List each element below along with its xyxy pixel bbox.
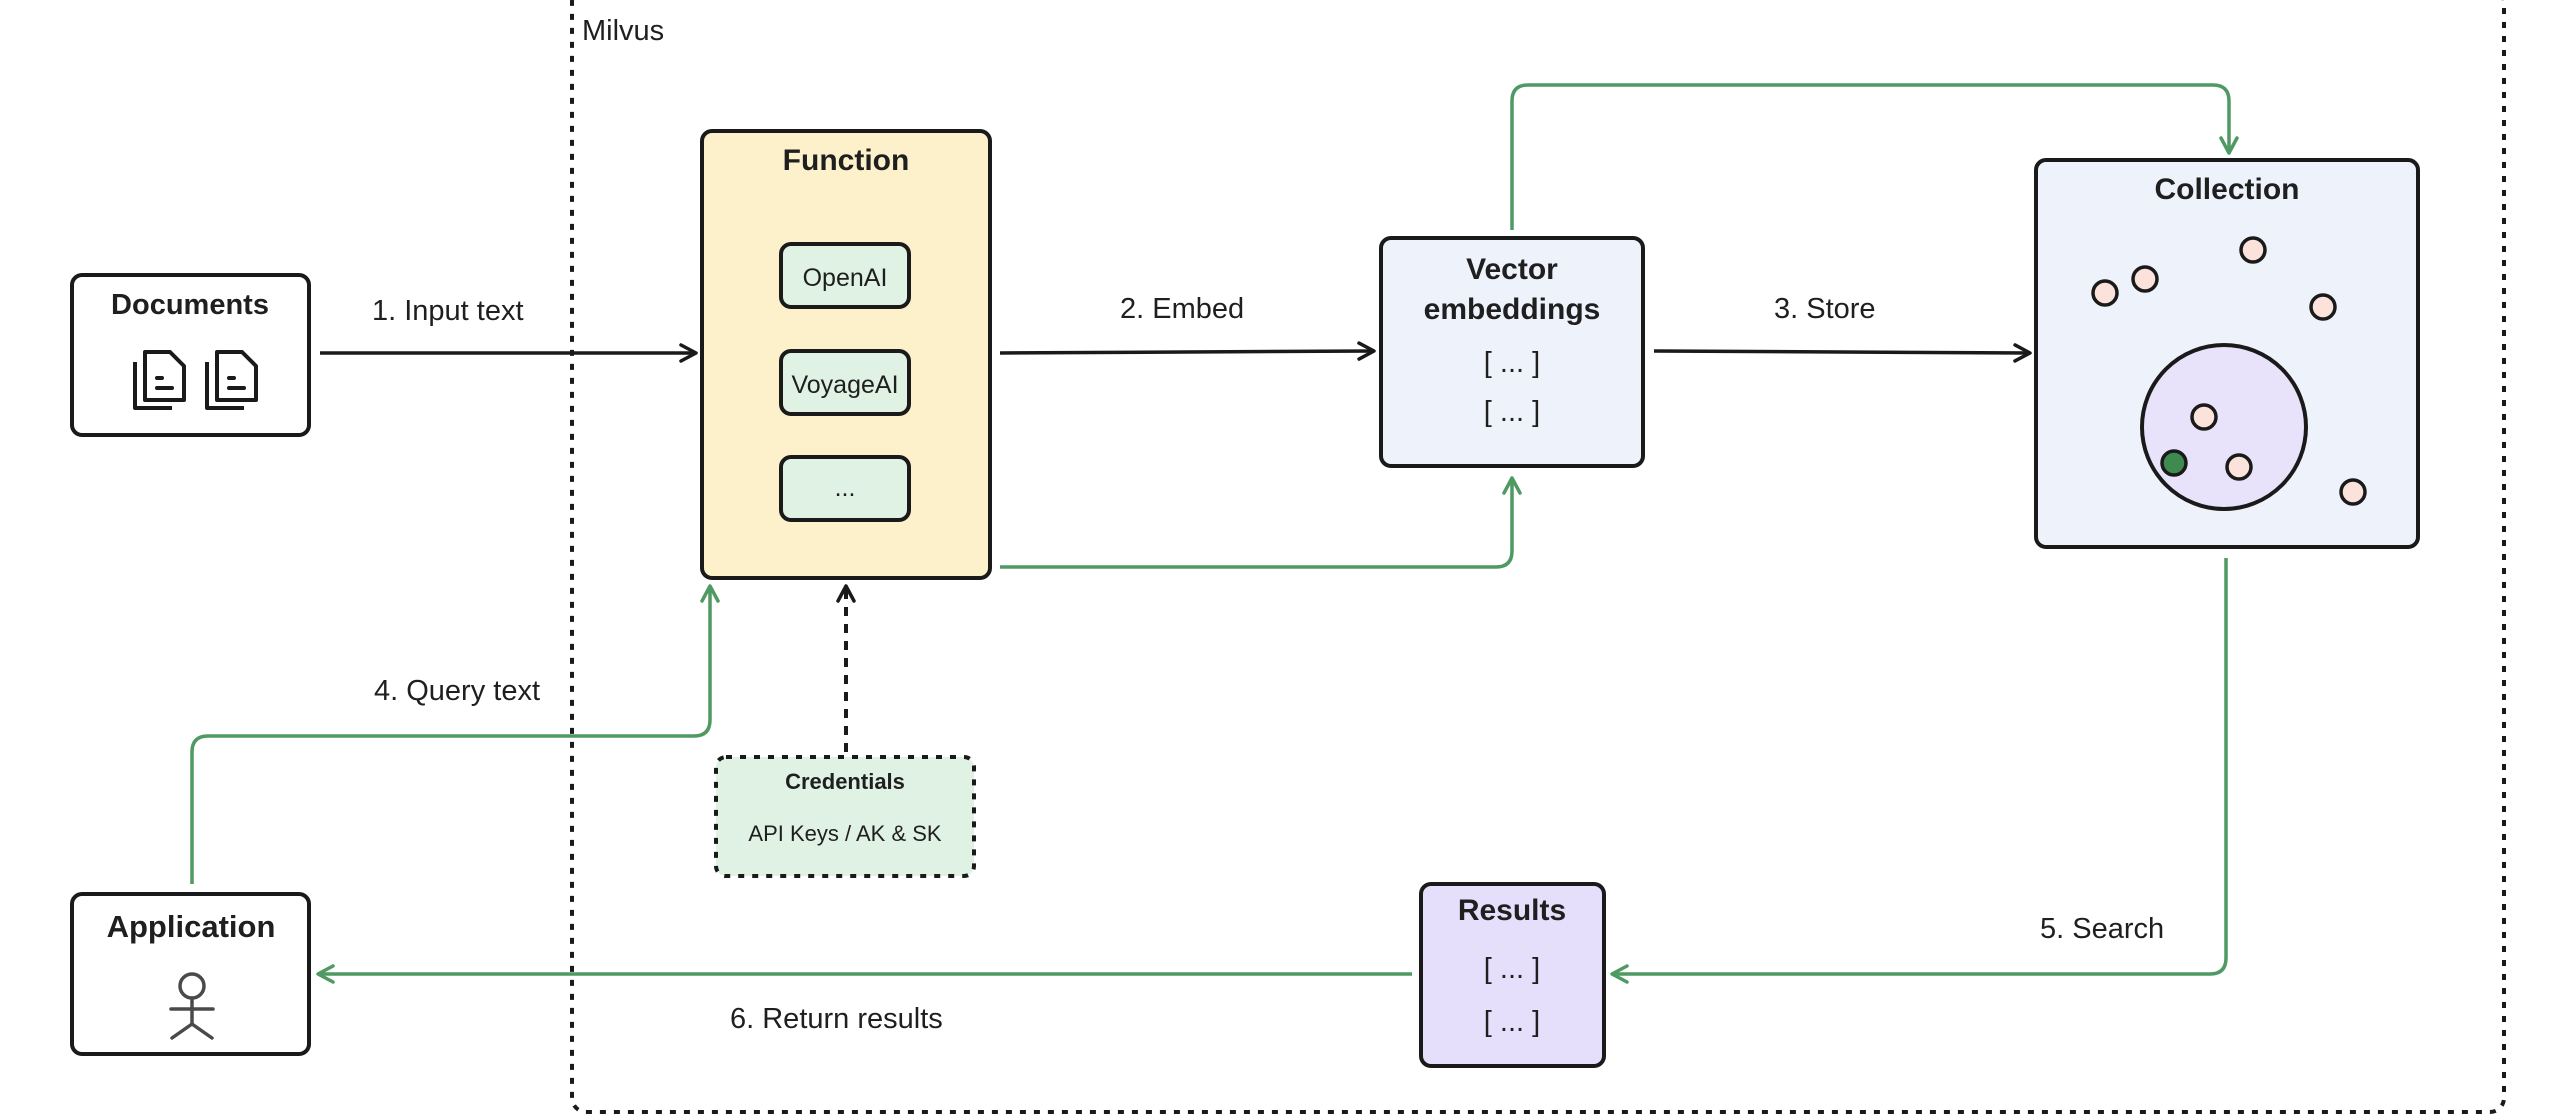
step-label-query-text: 4. Query text: [374, 675, 540, 707]
vector-point: [2225, 453, 2253, 481]
provider-voyageai: [779, 349, 911, 416]
arrow-query-text: [190, 584, 720, 884]
document-icon: [205, 350, 258, 410]
arrow-function-to-embeddings: [1000, 476, 1522, 569]
results-title: Results: [1458, 894, 1566, 927]
collection-title: Collection: [2154, 173, 2299, 206]
result-row: [ ... ]: [1484, 1006, 1540, 1038]
documents-node: Documents: [70, 273, 311, 437]
results-node: Results [ ... ] [ ... ]: [1419, 882, 1606, 1068]
step-label-return-results: 6. Return results: [730, 1003, 943, 1035]
arrow-store: [1653, 343, 2032, 363]
vector-point: [2309, 293, 2337, 321]
vector-row: [ ... ]: [1484, 347, 1540, 379]
provider-voyageai-label: VoyageAI: [791, 371, 898, 399]
step-label-input-text: 1. Input text: [372, 295, 524, 327]
vector-point: [2239, 236, 2267, 264]
documents-title: Documents: [111, 289, 269, 321]
vector-embeddings-title-line2: embeddings: [1424, 293, 1601, 326]
provider-more-label: ...: [835, 474, 856, 502]
person-icon: [169, 972, 215, 1040]
step-label-embed: 2. Embed: [1120, 293, 1244, 325]
vector-point: [2190, 403, 2218, 431]
provider-openai-label: OpenAI: [803, 264, 888, 292]
milvus-label: Milvus: [582, 15, 664, 47]
provider-openai: [779, 242, 911, 309]
credentials-title: Credentials: [785, 769, 905, 794]
document-icon: [133, 350, 186, 410]
credentials-subtitle: API Keys / AK & SK: [748, 821, 942, 846]
step-label-search: 5. Search: [2040, 913, 2164, 945]
function-node: Function OpenAI VoyageAI ...: [700, 129, 992, 580]
collection-node: Collection: [2034, 158, 2420, 549]
milvus-container: [570, 0, 2506, 1114]
similarity-cluster: [2140, 343, 2308, 511]
provider-more: [779, 455, 911, 522]
result-row: [ ... ]: [1484, 953, 1540, 985]
vector-point: [2091, 279, 2119, 307]
query-match-point: [2160, 449, 2188, 477]
credentials-node: Credentials API Keys / AK & SK: [714, 755, 976, 878]
step-label-store: 3. Store: [1774, 293, 1876, 325]
vector-embeddings-node: Vector embeddings [ ... ] [ ... ]: [1379, 236, 1645, 468]
vector-point: [2131, 265, 2159, 293]
arrow-embed: [999, 341, 1376, 361]
arrow-search: [1610, 558, 2228, 984]
vector-row: [ ... ]: [1484, 396, 1540, 428]
function-title: Function: [783, 144, 910, 177]
application-title: Application: [107, 909, 276, 944]
arrow-embeddings-to-collection: [1510, 83, 2239, 230]
vector-point: [2339, 478, 2367, 506]
vector-embeddings-title-line1: Vector: [1466, 253, 1558, 286]
application-node: Application: [70, 892, 311, 1056]
